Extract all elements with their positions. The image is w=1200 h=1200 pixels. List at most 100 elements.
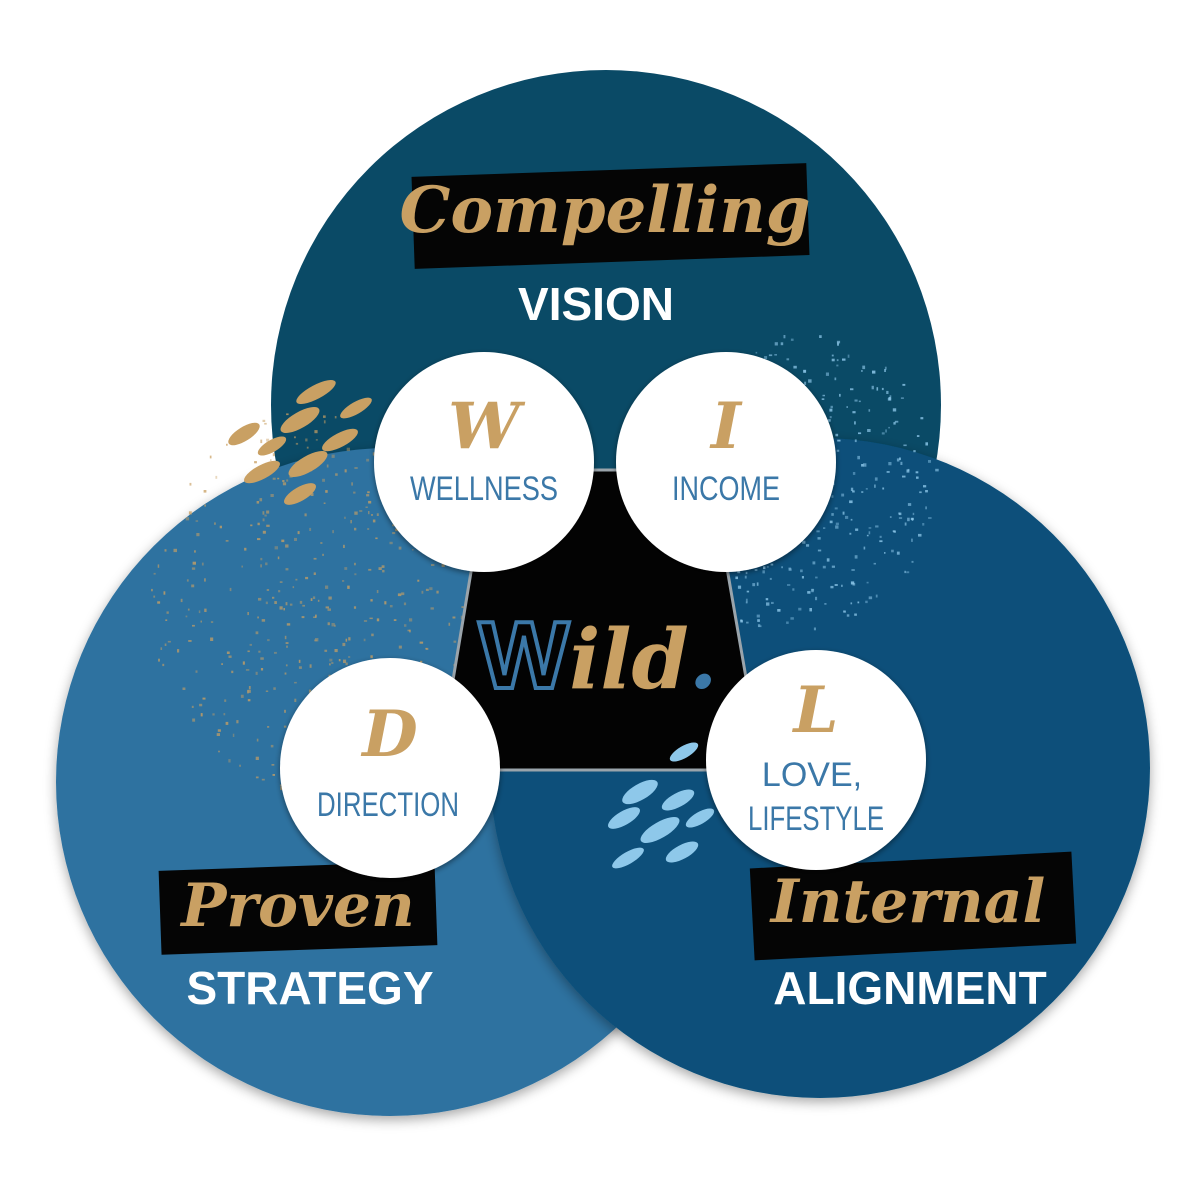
speckle-dot xyxy=(331,454,335,458)
node-love-lifestyle-label-2: LIFESTYLE xyxy=(748,800,884,838)
speckle-dot xyxy=(225,721,229,725)
right-script: Internal xyxy=(769,867,1045,937)
node-income: I INCOME xyxy=(616,352,836,572)
speckle-dot xyxy=(186,579,189,582)
speckle-dot xyxy=(242,661,245,665)
speckle-dot xyxy=(334,649,338,653)
speckle-dot xyxy=(867,429,871,432)
speckle-dot xyxy=(835,525,839,529)
speckle-dot xyxy=(180,598,183,603)
speckle-dot xyxy=(863,463,867,467)
speckle-dot xyxy=(892,408,897,412)
node-direction: D DIRECTION xyxy=(280,658,500,878)
speckle-dot xyxy=(325,606,329,609)
speckle-dot xyxy=(830,585,834,589)
speckle-dot xyxy=(232,733,235,737)
speckle-dot xyxy=(160,647,163,650)
speckle-dot xyxy=(745,598,748,603)
speckle-dot xyxy=(431,564,435,566)
brush-stroke xyxy=(669,742,699,762)
top-label: Compelling VISION xyxy=(399,163,811,330)
speckle-dot xyxy=(182,687,186,690)
speckle-dot xyxy=(274,546,278,550)
speckle-dot xyxy=(746,590,750,593)
speckle-dot xyxy=(425,588,429,591)
speckle-dot xyxy=(325,585,329,589)
speckle-dot xyxy=(843,610,846,613)
speckle-dot xyxy=(871,385,874,390)
speckle-dot xyxy=(265,601,268,605)
speckle-dot xyxy=(225,540,229,542)
brush-stroke xyxy=(280,407,320,433)
speckle-dot xyxy=(270,494,274,497)
speckle-dot xyxy=(900,461,903,465)
speckle-dot xyxy=(348,637,351,641)
speckle-dot xyxy=(282,482,287,486)
speckle-dot xyxy=(163,591,166,595)
speckle-dot xyxy=(836,364,839,367)
speckle-dot xyxy=(274,601,277,604)
speckle-dot xyxy=(857,601,860,604)
speckle-dot xyxy=(800,569,803,573)
speckle-dot xyxy=(329,663,331,666)
speckle-dot xyxy=(771,601,774,604)
speckle-dot xyxy=(164,549,167,552)
speckle-dot xyxy=(335,473,338,476)
speckle-dot xyxy=(346,447,350,452)
speckle-dot xyxy=(781,566,783,569)
speckle-dot xyxy=(441,563,445,567)
gold-brush-strokes xyxy=(228,379,372,505)
speckle-dot xyxy=(354,562,356,566)
speckle-dot xyxy=(164,643,167,646)
speckle-dot xyxy=(192,561,196,565)
speckle-dot xyxy=(256,738,259,742)
speckle-dot xyxy=(255,631,259,635)
speckle-dot xyxy=(189,482,192,486)
speckle-dot xyxy=(858,400,861,403)
speckle-dot xyxy=(888,426,890,429)
speckle-dot xyxy=(868,596,873,600)
speckle-dot xyxy=(841,584,843,587)
speckle-dot xyxy=(421,590,424,594)
speckle-dot xyxy=(366,458,370,462)
speckle-dot xyxy=(342,580,345,582)
speckle-dot xyxy=(841,493,845,497)
speckle-dot xyxy=(354,573,357,576)
speckle-dot xyxy=(815,596,818,601)
speckle-dot xyxy=(846,614,850,617)
speckle-dot xyxy=(766,565,769,568)
speckle-dot xyxy=(834,377,837,381)
speckle-dot xyxy=(250,524,253,527)
speckle-dot xyxy=(376,513,379,516)
speckle-dot xyxy=(323,502,326,504)
speckle-dot xyxy=(338,659,341,662)
speckle-dot xyxy=(153,595,156,598)
node-love-lifestyle-letter: L xyxy=(792,673,839,748)
speckle-dot xyxy=(889,516,892,518)
speckle-dot xyxy=(868,531,871,535)
speckle-dot xyxy=(310,598,313,601)
speckle-dot xyxy=(823,527,826,529)
speckle-dot xyxy=(404,624,407,627)
speckle-dot xyxy=(259,498,263,502)
speckle-dot xyxy=(849,532,852,535)
node-love-lifestyle: L LOVE, LIFESTYLE xyxy=(706,650,926,870)
speckle-dot xyxy=(744,575,747,579)
brush-stroke xyxy=(296,379,336,405)
brush-stroke xyxy=(288,451,328,477)
speckle-dot xyxy=(906,469,910,473)
speckle-dot xyxy=(309,527,312,531)
speckle-dot xyxy=(881,387,884,391)
speckle-dot xyxy=(314,639,318,642)
speckle-dot xyxy=(737,585,742,589)
speckle-dot xyxy=(845,515,849,519)
speckle-dot xyxy=(343,544,345,548)
speckle-dot xyxy=(240,694,244,698)
speckle-dot xyxy=(881,432,885,435)
speckle-dot xyxy=(200,620,202,623)
speckle-dot xyxy=(313,557,317,560)
speckle-dot xyxy=(831,354,834,357)
speckle-dot xyxy=(824,603,827,605)
speckle-dot xyxy=(228,759,231,763)
speckle-dot xyxy=(762,570,765,574)
